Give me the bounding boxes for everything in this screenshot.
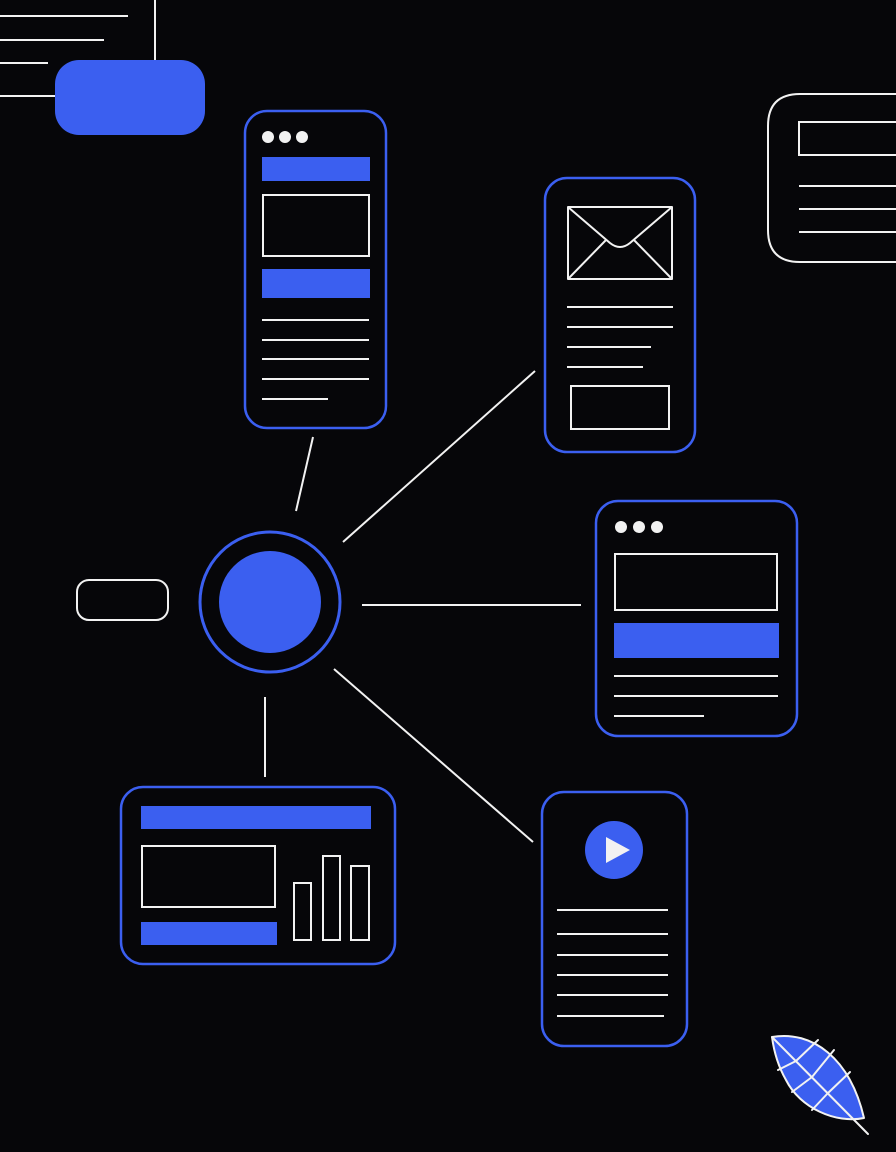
hub-circle-icon [219,551,321,653]
web-page-wireframe-card [594,499,799,738]
envelope-icon [567,206,673,280]
button-outline [570,385,670,430]
connector-lines [264,370,581,843]
text-lines [262,319,369,400]
blue-pill-decoration [55,60,205,135]
dashboard-wireframe-card [119,785,397,966]
browser-dots-icon [615,521,663,533]
connector-mobile [295,436,314,512]
mobile-app-wireframe-card [243,109,388,430]
text-lines-decoration [0,0,156,97]
cta-bar [614,623,779,658]
small-pill-decoration [76,579,169,621]
image-placeholder [614,553,778,611]
hub-ring [198,530,342,674]
hub-node [198,530,342,674]
email-wireframe-card [543,176,697,454]
header-bar [141,806,371,829]
play-icon [585,821,643,879]
text-lines [557,909,668,1017]
cta-bar [262,269,370,298]
text-lines [614,675,778,717]
image-placeholder [262,194,370,257]
footer-bar [141,922,277,945]
connector-video [333,668,534,843]
connector-email [342,370,536,543]
image-placeholder [141,845,276,908]
bar-chart-icon [293,855,370,941]
browser-dots-icon [262,131,308,143]
header-bar [262,157,370,181]
text-lines [567,306,673,368]
partial-card-decoration [767,93,896,263]
video-wireframe-card [540,790,689,1048]
leaf-icon [771,1035,869,1135]
